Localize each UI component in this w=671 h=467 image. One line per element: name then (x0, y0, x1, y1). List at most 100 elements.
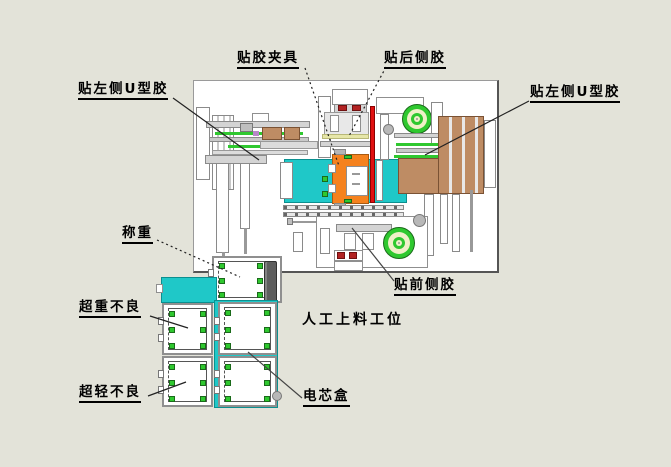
weighing-slot (264, 261, 277, 303)
left-station-rod-2 (244, 228, 247, 254)
tray-clip (257, 277, 263, 284)
tray-clip (264, 395, 270, 402)
tray-clip (169, 395, 175, 402)
label-left-u-tape-right: 贴左侧U型胶 (530, 85, 621, 103)
front-station-left-bracket (293, 232, 303, 252)
label-left-u-tape-left: 贴左侧U型胶 (78, 82, 169, 100)
front-station-red-cap-2 (349, 252, 357, 259)
tray-clip (169, 327, 175, 334)
front-station-clamp-2 (362, 233, 374, 250)
front-station-clamp-1 (344, 233, 356, 250)
tray-clip (200, 310, 206, 317)
fixture-clip-bottom (344, 199, 352, 203)
tray-clip (200, 379, 206, 386)
tray-clip (225, 326, 231, 333)
left-station-sensor-dot (253, 131, 259, 136)
tray-notch-tab (214, 370, 220, 379)
tray-clip (200, 395, 206, 402)
left-station-base-bar (205, 155, 267, 164)
tray-clip (169, 379, 175, 386)
tray-notch-tab (158, 333, 164, 342)
front-station-top-plate (336, 224, 392, 232)
fixture-cell-block (346, 166, 368, 196)
right-station-edge-column (484, 120, 496, 188)
tray-clip (225, 379, 231, 386)
tray-notch-tab (158, 317, 164, 326)
tray-notch-tab (208, 269, 214, 278)
right-station-belt-lower (394, 155, 458, 158)
label-front-side-taping: 贴前侧胶 (394, 278, 456, 296)
tray-clip (225, 309, 231, 316)
front-station-lower-block (334, 261, 363, 271)
reject-chute-block (161, 277, 217, 303)
tray-clip (219, 292, 225, 299)
tray-clip (264, 326, 270, 333)
tray-clip (219, 277, 225, 284)
tray-clip (225, 395, 231, 402)
tray-corner-knob (272, 391, 282, 401)
label-taping-fixture: 贴胶夹具 (237, 51, 299, 69)
cell-box-tray-upper (214, 302, 277, 355)
label-underweight-reject: 超轻不良 (79, 385, 141, 403)
tape-roll-icon-right (402, 104, 432, 134)
conveyor-end-left (287, 218, 293, 225)
pallet-clip-2 (322, 191, 328, 197)
tray-notch-tab (214, 316, 220, 325)
conveyor-rail-1 (283, 205, 404, 210)
tray-notch-tab (158, 386, 164, 395)
pallet-left-guide (280, 162, 293, 199)
right-station-rod (470, 190, 473, 252)
left-station-down-rail-1 (216, 163, 229, 253)
tray-clip (225, 363, 231, 370)
label-weighing: 称重 (122, 226, 153, 244)
front-station-idler (413, 214, 426, 227)
gantry-yellow-bar (322, 134, 369, 139)
tray-clip (264, 379, 270, 386)
left-station-brown-block-2 (284, 127, 300, 140)
gantry-post-2 (352, 115, 361, 132)
weighing-tray (208, 256, 282, 303)
tray-clip (169, 363, 175, 370)
left-station-edge-column (196, 107, 210, 180)
tape-roll-icon-front (383, 227, 415, 259)
chute-notch (156, 284, 163, 293)
gantry-post-1 (330, 115, 339, 132)
left-station-top-tab (252, 113, 269, 122)
cell-box-tray-lower (214, 356, 277, 407)
tray-clip (264, 363, 270, 370)
left-station-arm (260, 141, 318, 149)
fixture-clip-top (344, 155, 352, 159)
left-station-gray-block (240, 123, 253, 132)
tape-roll-hub (416, 118, 418, 120)
right-station-down-rail-2 (440, 194, 448, 244)
rear-side-tape-bar (370, 106, 375, 203)
tray-clip (257, 263, 263, 270)
tray-clip (264, 309, 270, 316)
label-cell-box: 电芯盒 (303, 389, 350, 407)
tray-clip (169, 343, 175, 350)
label-manual-loading-station: 人工上料工位 (302, 312, 404, 328)
pallet-clip-1 (322, 176, 328, 182)
tray-clip (200, 327, 206, 334)
right-station-mid-strip (380, 114, 389, 160)
front-station-pillar (320, 228, 330, 254)
tray-notch-tab (158, 370, 164, 379)
tray-notch-tab (214, 386, 220, 395)
tray-clip (257, 292, 263, 299)
gantry-red-cap-2 (352, 105, 361, 111)
underweight-reject-tray (158, 356, 213, 407)
gantry-lower-bar (320, 141, 372, 147)
right-station-roller (383, 124, 394, 135)
tray-clip (264, 343, 270, 350)
tray-notch-tab (214, 333, 220, 342)
tray-clip (169, 310, 175, 317)
label-rear-side-taping: 贴后侧胶 (384, 51, 446, 69)
front-station-red-cap-1 (337, 252, 345, 259)
left-station-brown-block-1 (262, 127, 282, 140)
tray-clip (225, 343, 231, 350)
left-station-down-rail-2 (240, 163, 250, 229)
label-overweight-reject: 超重不良 (79, 300, 141, 318)
tray-clip (219, 263, 225, 270)
tray-clip (200, 363, 206, 370)
